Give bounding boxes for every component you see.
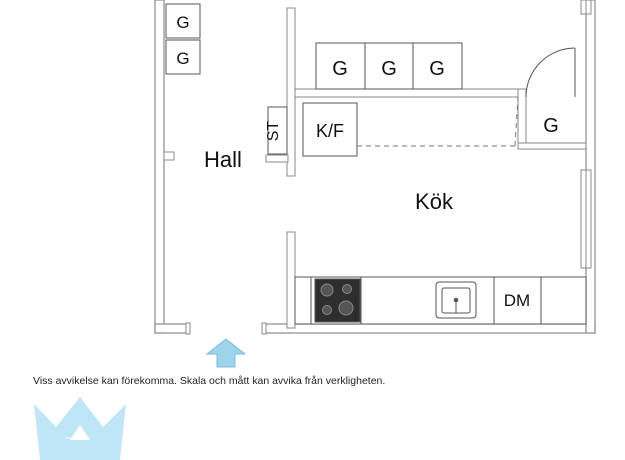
corner-closet-door xyxy=(525,47,576,98)
left-wall xyxy=(154,0,165,334)
burner-1 xyxy=(320,283,334,297)
room-label-kitchen: Kök xyxy=(415,189,454,214)
corner-closet-wall xyxy=(517,88,527,148)
closet-row-2-label: G xyxy=(381,58,397,80)
right-wall xyxy=(585,0,596,334)
closet-hall-2-box xyxy=(165,39,201,75)
entrance-door-jambs xyxy=(185,322,267,335)
closet-row xyxy=(315,42,463,90)
closet-hall-2-label: G xyxy=(176,49,189,68)
burner-3 xyxy=(322,305,332,315)
kitchen-top-wall xyxy=(294,88,519,98)
crown-logo-watermark xyxy=(34,397,126,460)
fridge-freezer-box xyxy=(302,102,358,157)
closet-corner-label: G xyxy=(543,115,559,137)
room-label-hall: Hall xyxy=(204,147,242,172)
bottom-wall-left xyxy=(154,323,189,334)
fridge-freezer-label: K/F xyxy=(316,121,344,141)
storage-ledge xyxy=(265,154,289,163)
closet-row-1-box xyxy=(315,42,366,90)
overhead-cabinet-line xyxy=(357,96,519,147)
hall-wall-nub xyxy=(163,151,175,161)
partition-lower xyxy=(286,231,296,329)
burner-4 xyxy=(338,300,354,316)
entrance-arrow xyxy=(205,338,247,368)
sink xyxy=(435,281,477,319)
partition-upper xyxy=(286,7,296,177)
storage-box xyxy=(267,106,288,155)
stove xyxy=(314,278,361,323)
hall-closets xyxy=(165,3,201,75)
disclaimer-text: Viss avvikelse kan förekomma. Skala och … xyxy=(33,375,386,387)
window-right-lower xyxy=(580,169,592,269)
storage-label: ST xyxy=(265,121,282,142)
burner-2 xyxy=(342,284,352,294)
closet-row-3-label: G xyxy=(429,58,445,80)
bottom-wall-right xyxy=(263,323,596,334)
closet-row-1-label: G xyxy=(332,58,348,80)
closet-row-3-box xyxy=(412,42,463,90)
closet-hall-1-label: G xyxy=(176,13,189,32)
closet-row-2-box xyxy=(364,42,414,90)
dishwasher-label: DM xyxy=(504,291,530,310)
closet-hall-1-box xyxy=(165,3,201,39)
corner-closet-bottom xyxy=(517,142,587,150)
window-right-upper xyxy=(580,0,592,15)
